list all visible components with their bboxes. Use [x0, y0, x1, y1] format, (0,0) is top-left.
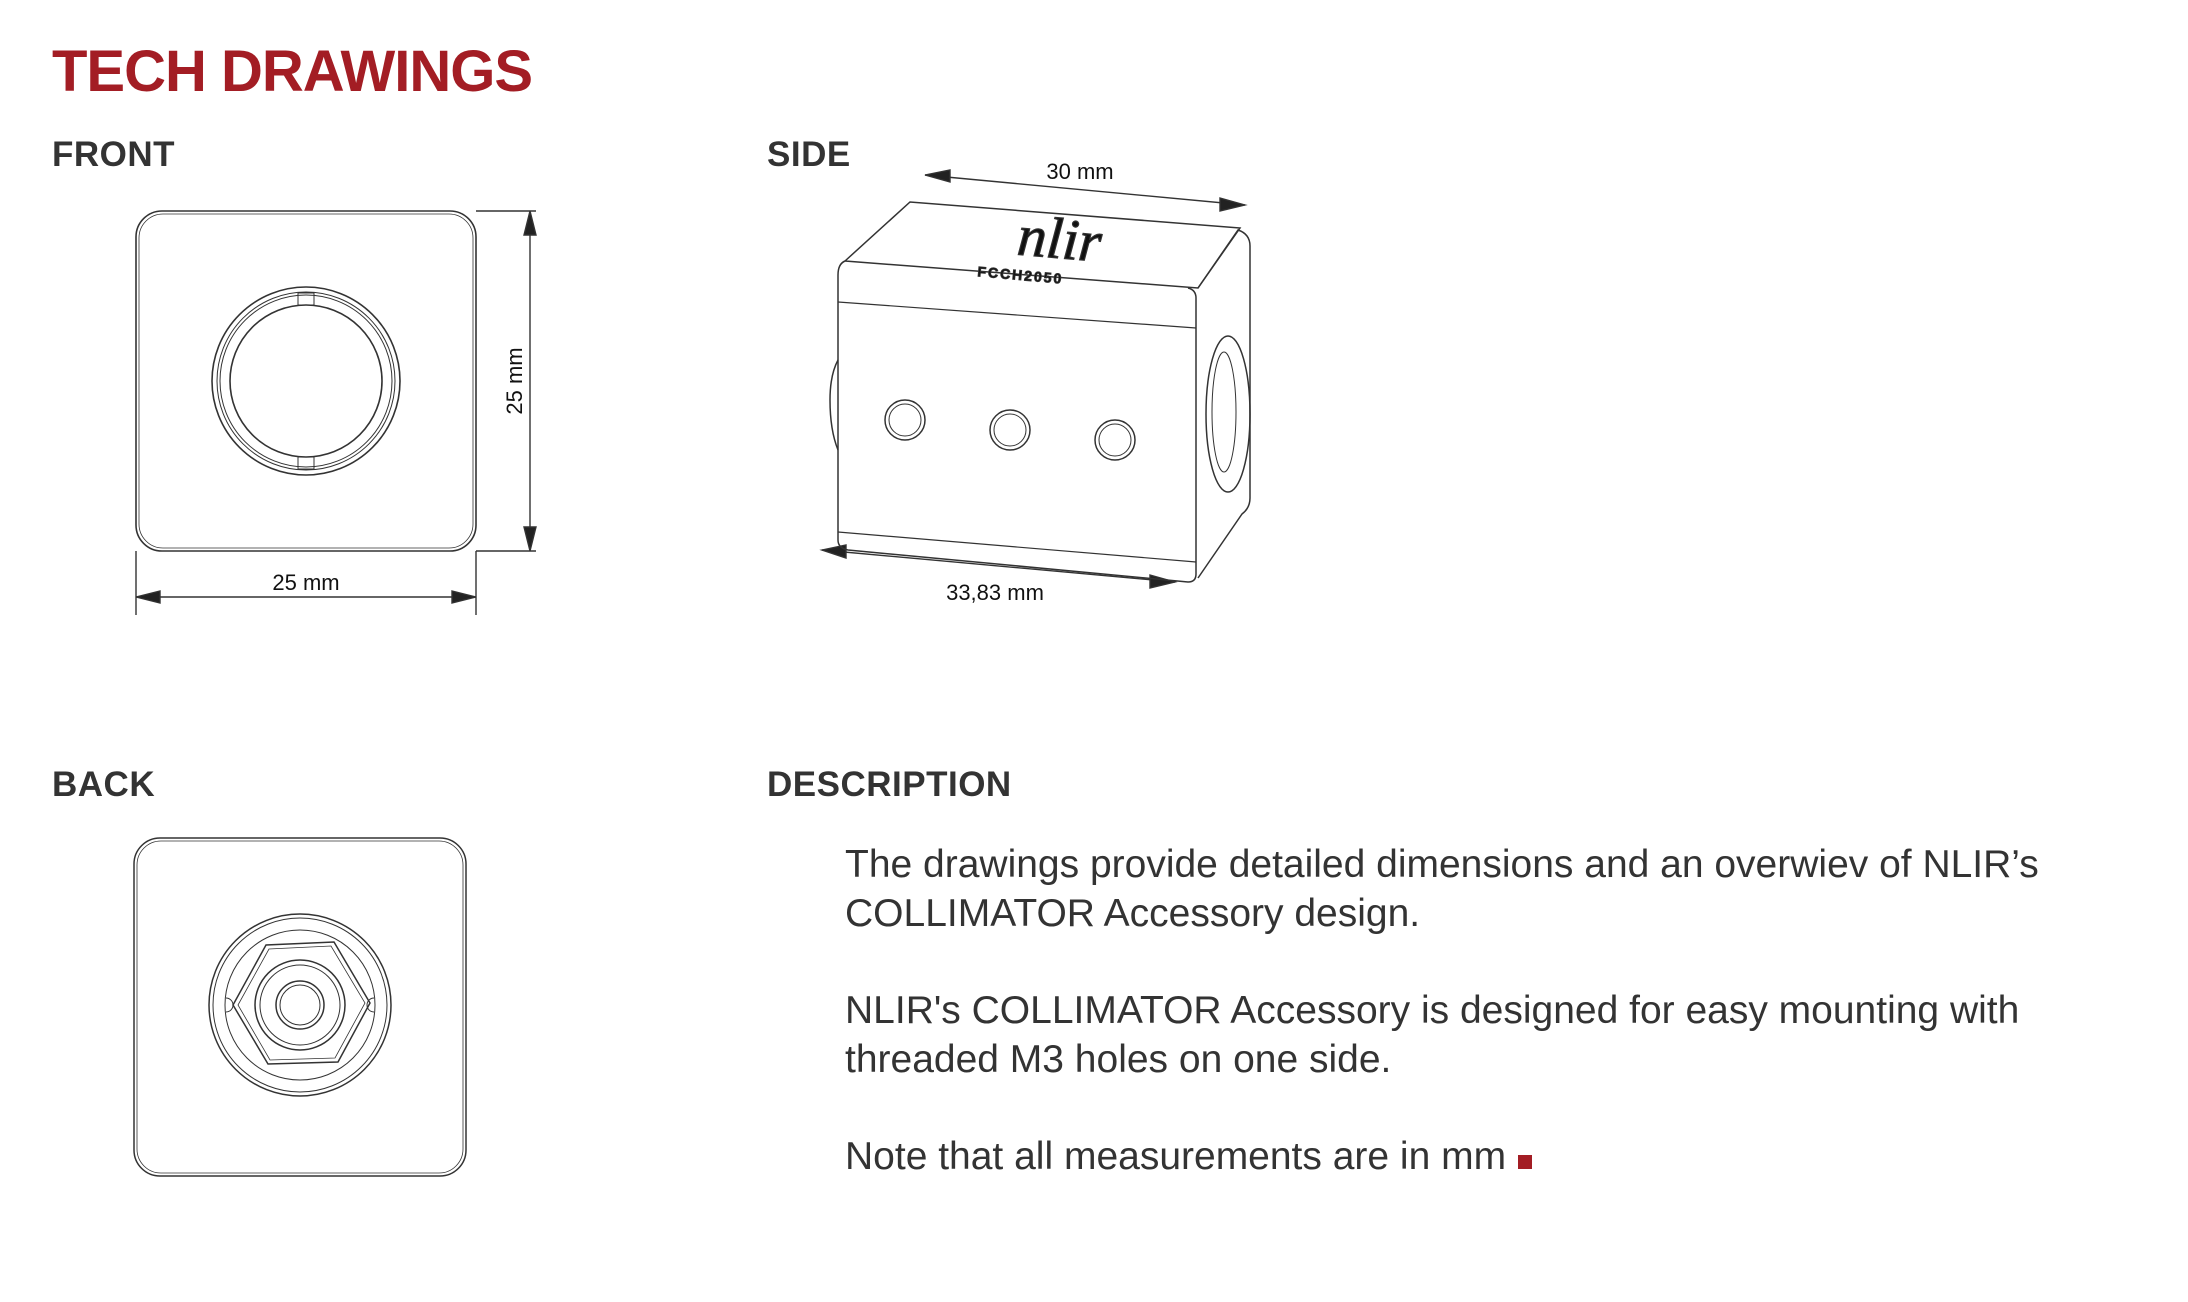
- description-heading: DESCRIPTION: [767, 765, 1012, 804]
- front-height-dimension: 25 mm: [502, 347, 527, 414]
- description-paragraph: The drawings provide detailed dimensions…: [845, 843, 2039, 935]
- description-body: The drawings provide detailed dimensions…: [845, 840, 2165, 1229]
- side-length-dimension: 33,83 mm: [946, 580, 1044, 605]
- nlir-logo: nlir: [1015, 203, 1105, 275]
- description-note-text: Note that all measurements are in mm: [845, 1135, 1507, 1178]
- end-mark-square-icon: [1518, 1155, 1533, 1169]
- back-view-drawing: [133, 837, 467, 1177]
- front-width-dimension: 25 mm: [272, 570, 339, 595]
- side-depth-dimension: 30 mm: [1046, 159, 1113, 184]
- side-view-drawing: 30 mm 33,83 mm nlir FCCH2050: [819, 159, 1251, 605]
- page-title: TECH DRAWINGS: [52, 39, 533, 104]
- front-view-drawing: 25 mm 25 mm: [135, 210, 537, 615]
- side-heading: SIDE: [767, 135, 851, 174]
- front-heading: FRONT: [52, 135, 176, 174]
- description-paragraph: NLIR's COLLIMATOR Accessory is designed …: [845, 989, 2020, 1081]
- description-note: Note that all measurements are in mm: [845, 1132, 2165, 1181]
- back-heading: BACK: [52, 765, 156, 804]
